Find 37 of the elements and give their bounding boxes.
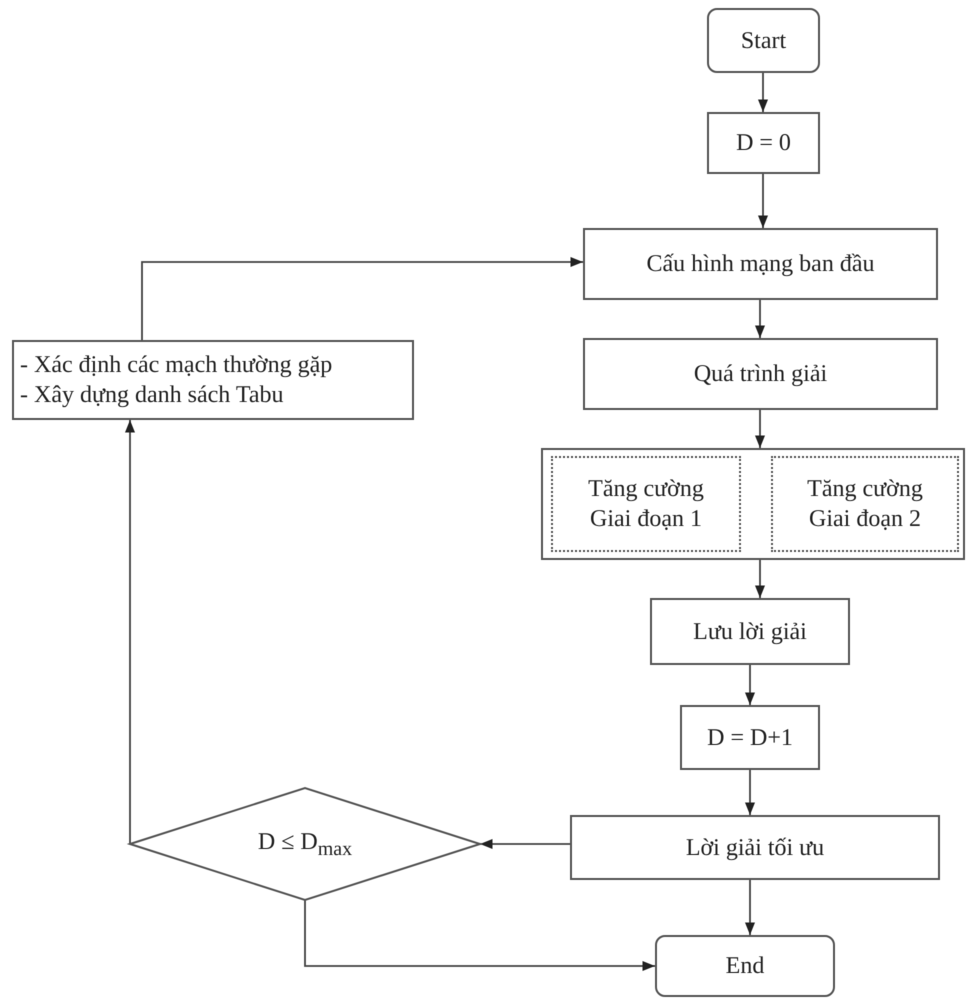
container-box (541, 448, 965, 560)
arrow (754, 410, 766, 448)
arrow (758, 174, 768, 228)
node-text: End (726, 952, 764, 981)
process-box (12, 340, 414, 420)
arrow (744, 665, 756, 705)
node-text: Start (740, 26, 786, 56)
process-box (583, 338, 938, 410)
arrow (758, 73, 768, 112)
process-box (707, 112, 820, 174)
node-text: Quá trình giải (694, 360, 828, 389)
arrow (141, 256, 583, 340)
arrow (754, 300, 766, 338)
terminal-box (655, 935, 835, 997)
arrow (304, 900, 655, 972)
node-text: D ≤ D$_{max}$ (258, 828, 352, 862)
arrow (744, 770, 756, 815)
arrow (480, 838, 570, 850)
process-box (680, 705, 820, 770)
node-text: Tăng cường Giai đoạn 1 (587, 475, 705, 534)
process-box (570, 815, 940, 880)
node-text: D = 0 (736, 129, 791, 158)
dotted-box (551, 456, 741, 552)
process-box (583, 228, 938, 300)
arrow (124, 420, 136, 844)
node-text: Cấu hình mạng ban đầu (646, 250, 874, 279)
node-text: D = D+1 (707, 724, 793, 752)
process-box (650, 598, 850, 665)
dotted-box (771, 456, 959, 552)
arrow (754, 560, 766, 598)
node-text: - Xây dựng danh sách Tabu (20, 381, 284, 410)
node-text: - Xác định các mạch thường gặp (20, 351, 332, 380)
arrow (744, 880, 756, 935)
terminal-box (707, 8, 820, 73)
node-text: Tăng cường Giai đoạn 2 (806, 475, 924, 534)
node-text: Lưu lời giải (693, 618, 807, 646)
node-text: Lời giải tối ưu (686, 834, 824, 862)
